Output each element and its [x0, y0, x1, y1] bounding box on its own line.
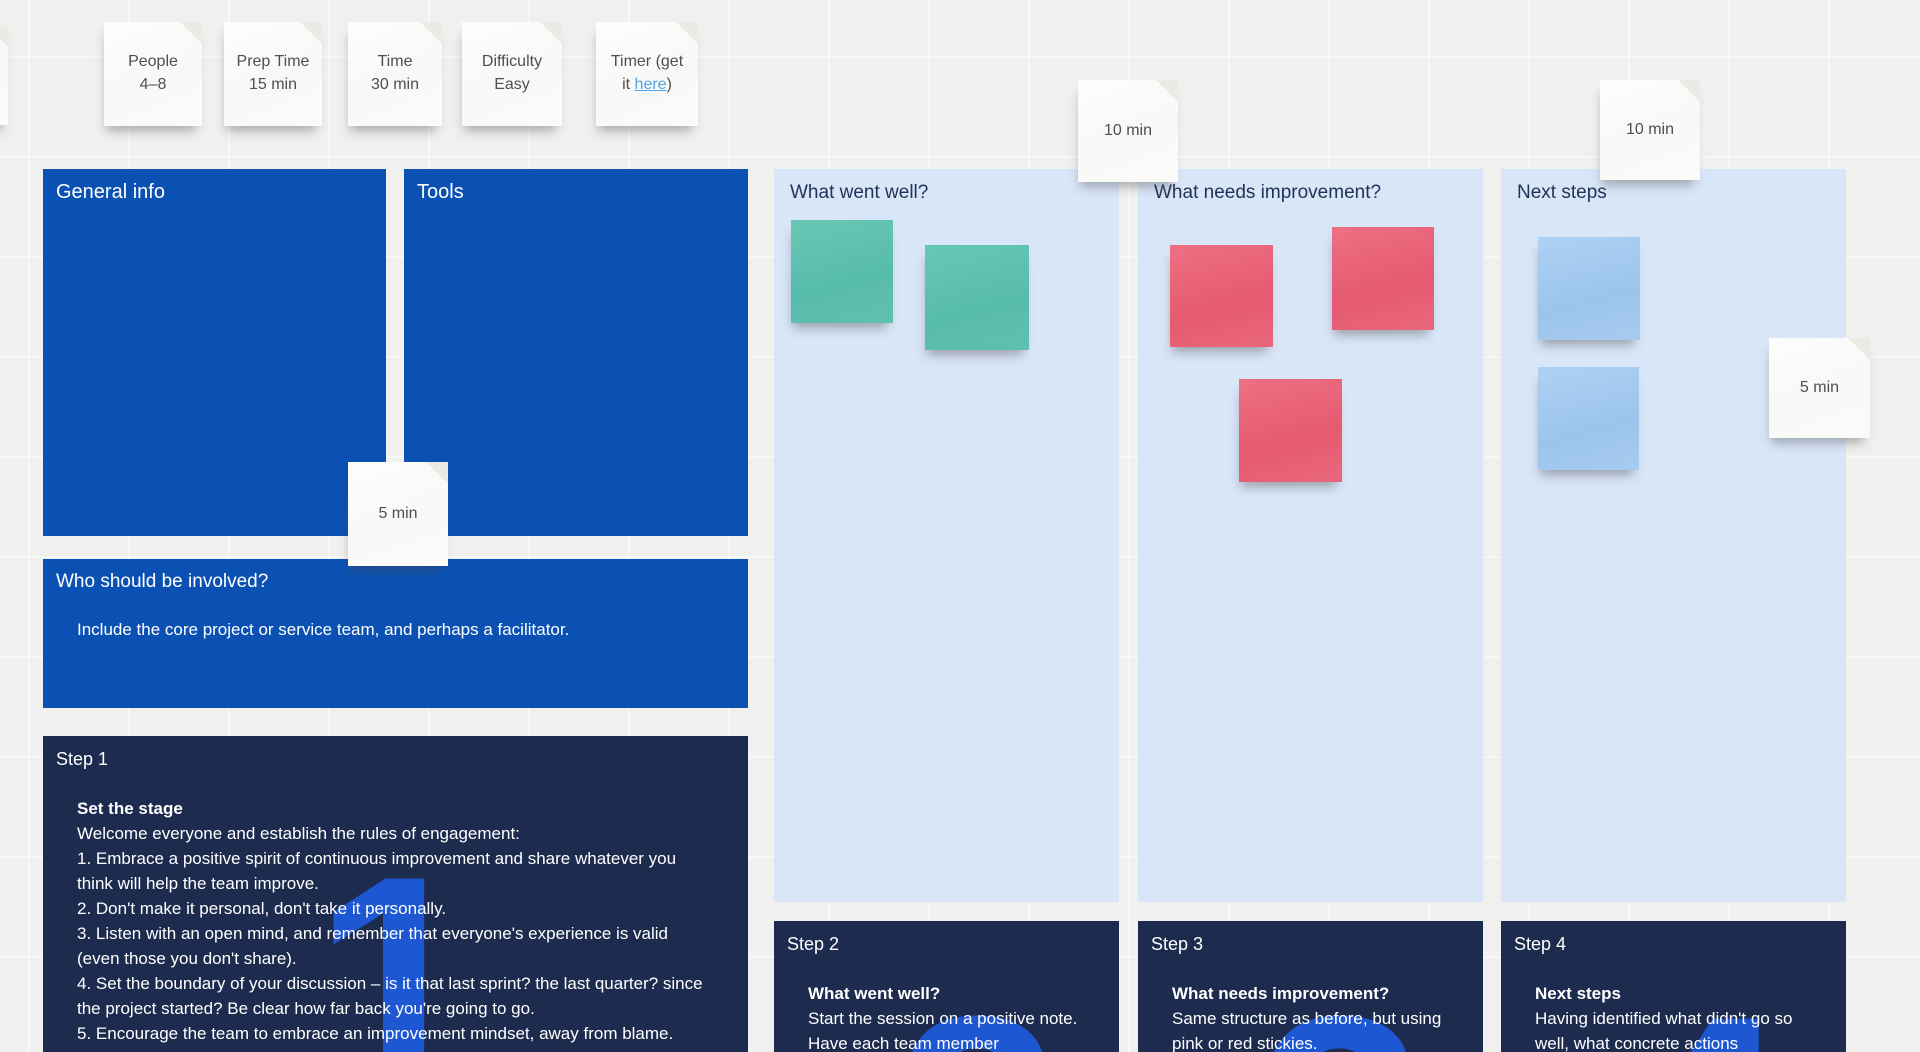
timer-5min-left-label: 5 min	[378, 504, 418, 522]
panel-step-3[interactable]: 3 Step 3 What needs improvement? Same st…	[1138, 921, 1483, 1052]
timer-10min-next-steps-label: 10 min	[1625, 120, 1675, 138]
column-what-went-well-title: What went well?	[790, 182, 929, 203]
timer-10min-improvement[interactable]: 10 min	[1078, 80, 1178, 182]
step1-heading: Set the stage	[77, 799, 183, 818]
sticky-people-label: People 4–8	[128, 53, 178, 93]
column-next-steps-title: Next steps	[1517, 182, 1607, 203]
step1-label: Step 1	[56, 749, 109, 769]
sticky-timer-label: Timer (get it here)	[606, 51, 688, 96]
sticky-left-edge-partial[interactable]	[0, 25, 8, 125]
panel-step-1[interactable]: 1 Step 1 Set the stage Welcome everyone …	[43, 736, 748, 1052]
step3-heading: What needs improvement?	[1172, 984, 1390, 1003]
general-info-title: General info	[56, 181, 165, 203]
watermark-number-1: 1	[313, 813, 480, 1052]
sticky-people[interactable]: People 4–8	[104, 22, 202, 126]
timer-10min-improvement-label: 10 min	[1103, 121, 1153, 139]
sticky-time[interactable]: Time 30 min	[348, 22, 442, 126]
sticky-difficulty-label: Difficulty Easy	[481, 53, 543, 93]
timer-5min-left[interactable]: 5 min	[348, 462, 448, 566]
step1-line: 5. Encourage the team to embrace an impr…	[77, 1024, 674, 1043]
sticky-difficulty[interactable]: Difficulty Easy	[462, 22, 562, 126]
panel-tools[interactable]: Tools	[404, 169, 748, 536]
step4-heading: Next steps	[1535, 984, 1621, 1003]
step1-line: 2. Don't make it personal, don't take it…	[77, 899, 447, 918]
step4-label: Step 4	[1514, 934, 1567, 954]
timer-text-before: Timer (get it	[610, 53, 684, 93]
who-title: Who should be involved?	[56, 571, 269, 592]
watermark-number-3: 3	[1258, 971, 1425, 1052]
step2-label: Step 2	[787, 934, 840, 954]
timer-text-after: )	[666, 76, 672, 93]
note-red-2[interactable]	[1332, 227, 1434, 330]
panel-step-4[interactable]: 4 Step 4 Next steps Having identified wh…	[1501, 921, 1846, 1052]
who-body: Include the core project or service team…	[77, 620, 570, 639]
step1-line: Welcome everyone and establish the rules…	[77, 824, 520, 843]
note-green-1[interactable]	[791, 220, 893, 323]
note-red-3[interactable]	[1239, 379, 1342, 482]
timer-10min-next-steps[interactable]: 10 min	[1600, 80, 1700, 180]
watermark-number-4: 4	[1621, 971, 1788, 1052]
timer-5min-next-steps[interactable]: 5 min	[1769, 338, 1870, 438]
step4-body: Having identified what didn't go so well…	[1535, 1009, 1793, 1052]
step2-heading: What went well?	[808, 984, 941, 1003]
step2-body: Start the session on a positive note. Ha…	[808, 1009, 1078, 1052]
tools-title: Tools	[417, 181, 464, 203]
note-blue-2[interactable]	[1538, 367, 1639, 470]
sticky-prep-time-label: Prep Time 15 min	[236, 53, 310, 93]
sticky-timer[interactable]: Timer (get it here)	[596, 22, 698, 126]
column-what-needs-improvement-title: What needs improvement?	[1154, 182, 1382, 203]
panel-who-should-be-involved[interactable]: Who should be involved? Include the core…	[43, 559, 748, 708]
step3-body: Same structure as before, but using pink…	[1172, 1009, 1442, 1052]
note-green-2[interactable]	[925, 245, 1029, 350]
timer-5min-next-steps-label: 5 min	[1799, 378, 1840, 396]
sticky-time-label: Time 30 min	[370, 53, 419, 93]
panel-general-info[interactable]: General info	[43, 169, 386, 536]
sticky-prep-time[interactable]: Prep Time 15 min	[224, 22, 322, 126]
note-red-1[interactable]	[1170, 245, 1273, 347]
step1-line: 4. Set the boundary of your discussion –…	[77, 974, 703, 1018]
timer-here-link[interactable]: here	[634, 76, 667, 93]
panel-step-2[interactable]: 2 Step 2 What went well? Start the sessi…	[774, 921, 1119, 1052]
watermark-number-2: 2	[894, 971, 1061, 1052]
note-blue-1[interactable]	[1538, 237, 1640, 340]
step1-line: 1. Embrace a positive spirit of continuo…	[77, 849, 677, 893]
step1-line: 3. Listen with an open mind, and remembe…	[77, 924, 669, 968]
step3-label: Step 3	[1151, 934, 1204, 954]
